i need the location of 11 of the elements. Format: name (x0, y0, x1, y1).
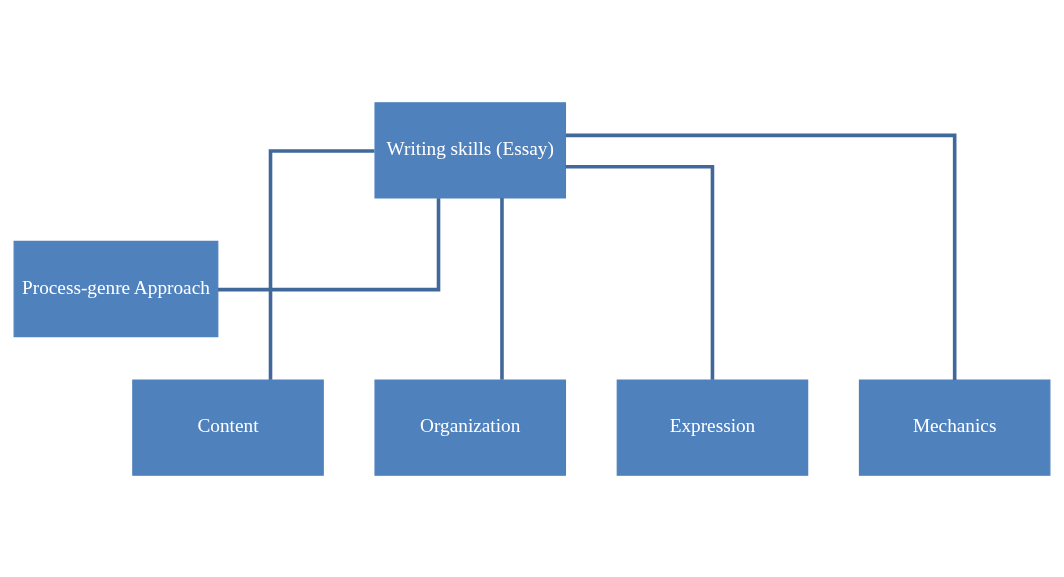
connector (218, 197, 441, 291)
node-box: Expression (616, 378, 809, 476)
connector (565, 133, 957, 380)
node-box: Writing skills (Essay) (374, 101, 567, 199)
node-box: Content (132, 378, 324, 476)
node-box: Organization (374, 378, 567, 476)
connector (500, 197, 504, 380)
node-box: Mechanics (858, 378, 1051, 476)
node-box: Process-genre Approach (13, 240, 219, 337)
connector (268, 148, 375, 380)
connector (565, 164, 715, 380)
